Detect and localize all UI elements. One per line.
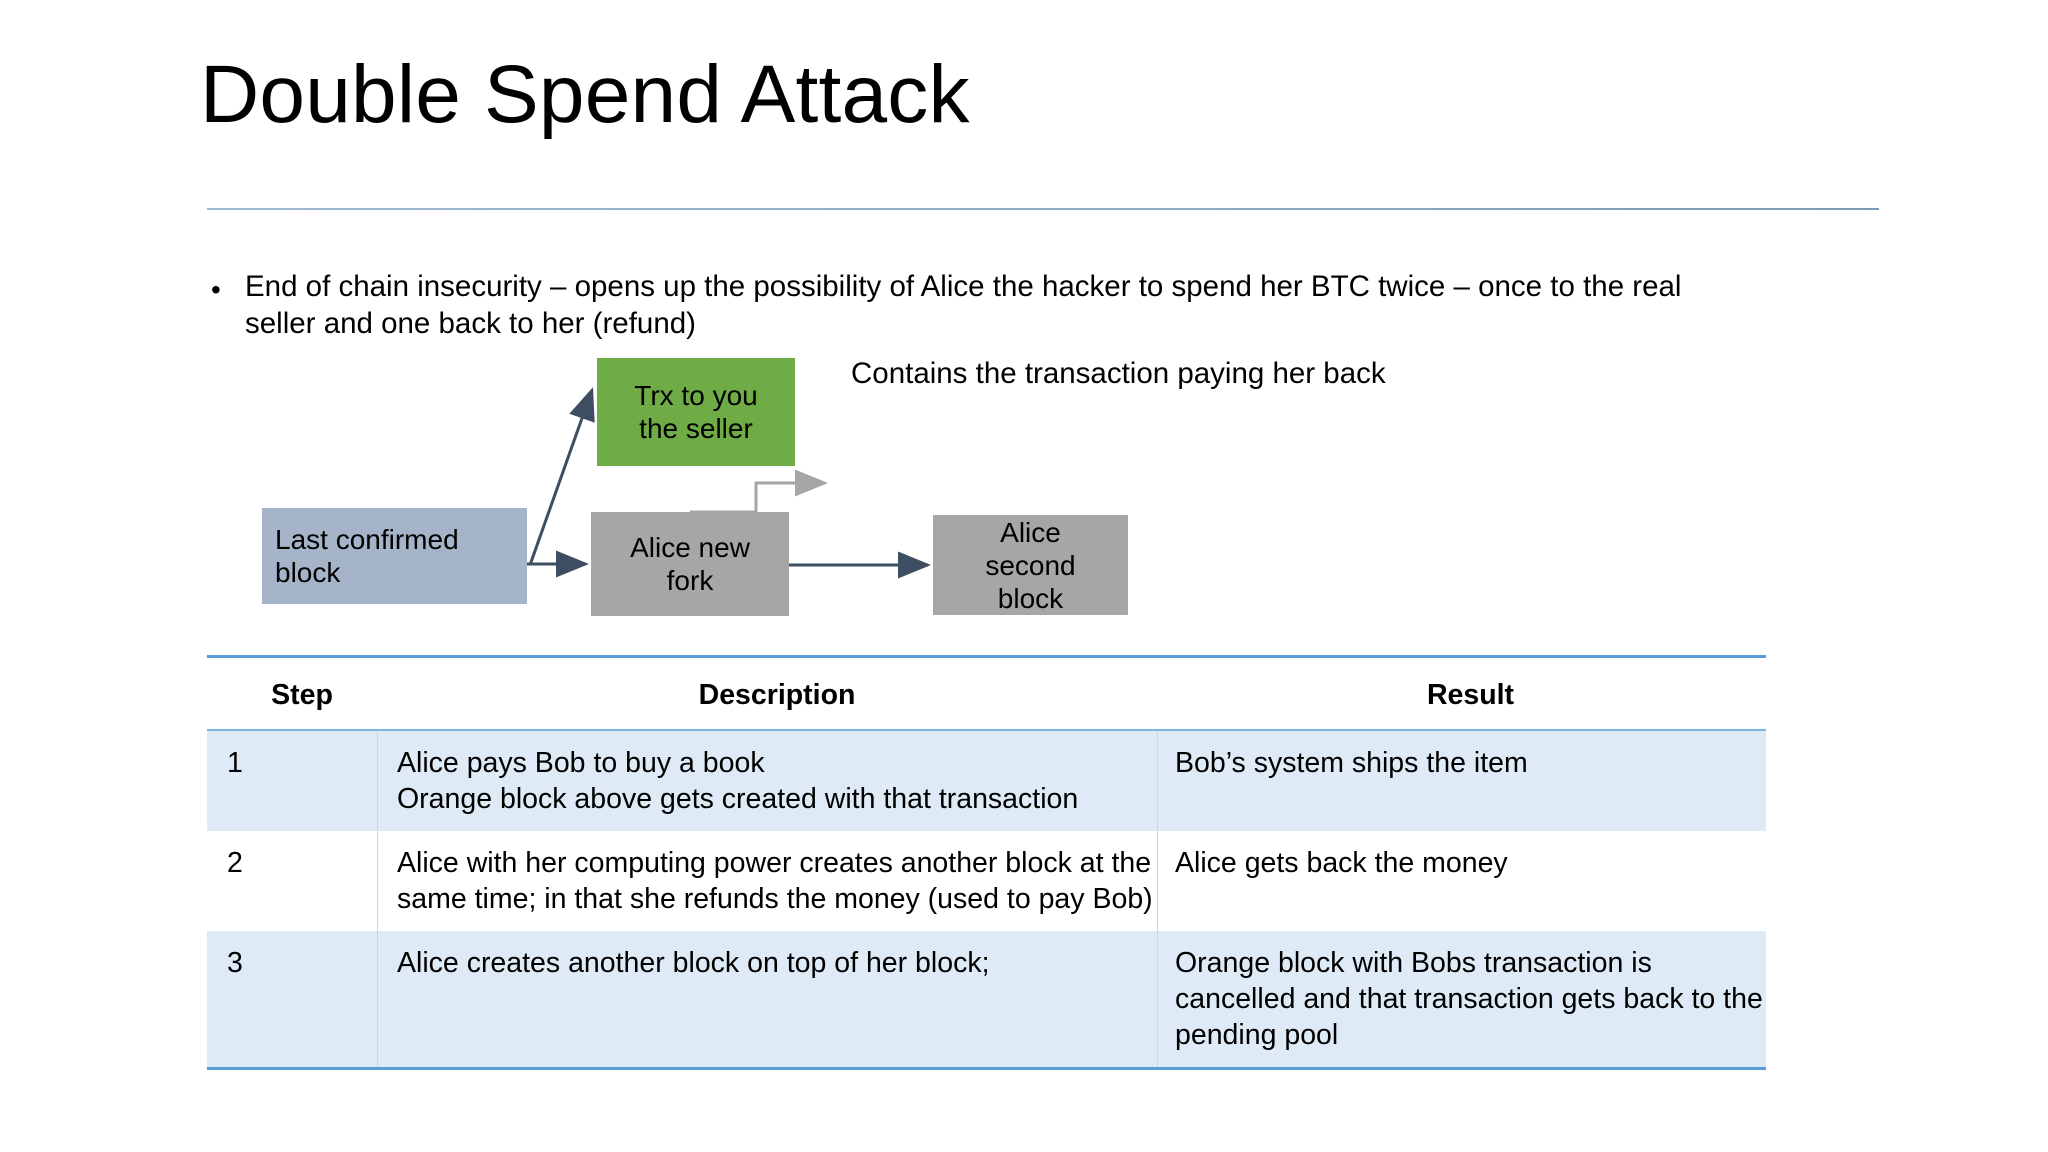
cell-result: Bob’s system ships the item (1157, 730, 1766, 831)
diagram-node-trx-to-seller: Trx to you the seller (597, 358, 795, 466)
table-row: 1 Alice pays Bob to buy a book Orange bl… (207, 730, 1766, 831)
table-header-row: Step Description Result (207, 656, 1766, 730)
cell-description: Alice pays Bob to buy a book Orange bloc… (377, 730, 1157, 831)
bullet-marker-icon: • (211, 274, 221, 305)
table-row: 3 Alice creates another block on top of … (207, 931, 1766, 1069)
list-item: • End of chain insecurity – opens up the… (207, 268, 1907, 342)
table-body: 1 Alice pays Bob to buy a book Orange bl… (207, 730, 1766, 1069)
blockchain-fork-diagram: Trx to you the seller Last confirmed blo… (0, 340, 2048, 650)
cell-result: Orange block with Bobs transaction is ca… (1157, 931, 1766, 1069)
bullet-text: End of chain insecurity – opens up the p… (245, 270, 1682, 340)
cell-description: Alice creates another block on top of he… (377, 931, 1157, 1069)
arrow-blue-to-green (528, 387, 595, 566)
steps-table: Step Description Result 1 Alice pays Bob… (207, 655, 1766, 1070)
cell-description-line: Alice creates another block on top of he… (397, 947, 990, 979)
title-divider (207, 208, 1879, 210)
cell-result-line: Orange block with Bobs transaction is ca… (1175, 947, 1763, 1051)
cell-description-line: Orange block above gets created with tha… (397, 783, 1079, 815)
diagram-node-last-confirmed-block: Last confirmed block (262, 508, 527, 604)
diagram-annotation: Contains the transaction paying her back (851, 357, 1386, 390)
cell-step: 1 (227, 747, 243, 779)
cell-result-line: Alice gets back the money (1175, 847, 1508, 879)
table-row: 2 Alice with her computing power creates… (207, 831, 1766, 931)
diagram-node-alice-new-fork: Alice new fork (591, 512, 789, 616)
cell-result-line: Bob’s system ships the item (1175, 747, 1528, 779)
column-header-description: Description (698, 679, 856, 711)
cell-step: 2 (227, 847, 243, 879)
bullet-list: • End of chain insecurity – opens up the… (207, 268, 1907, 342)
arrow-fork-to-annotation (754, 469, 828, 512)
page-title: Double Spend Attack (200, 49, 970, 140)
cell-description-line: Alice pays Bob to buy a book (397, 747, 765, 779)
column-header-step: Step (271, 679, 333, 711)
cell-step: 3 (227, 947, 243, 979)
cell-description: Alice with her computing power creates a… (377, 831, 1157, 931)
diagram-node-alice-second-block: Alice second block (933, 515, 1128, 615)
cell-description-line: Alice with her computing power creates a… (397, 847, 1153, 915)
table-header: Step Description Result (207, 656, 1766, 730)
column-header-result: Result (1426, 679, 1515, 711)
cell-result: Alice gets back the money (1157, 831, 1766, 931)
